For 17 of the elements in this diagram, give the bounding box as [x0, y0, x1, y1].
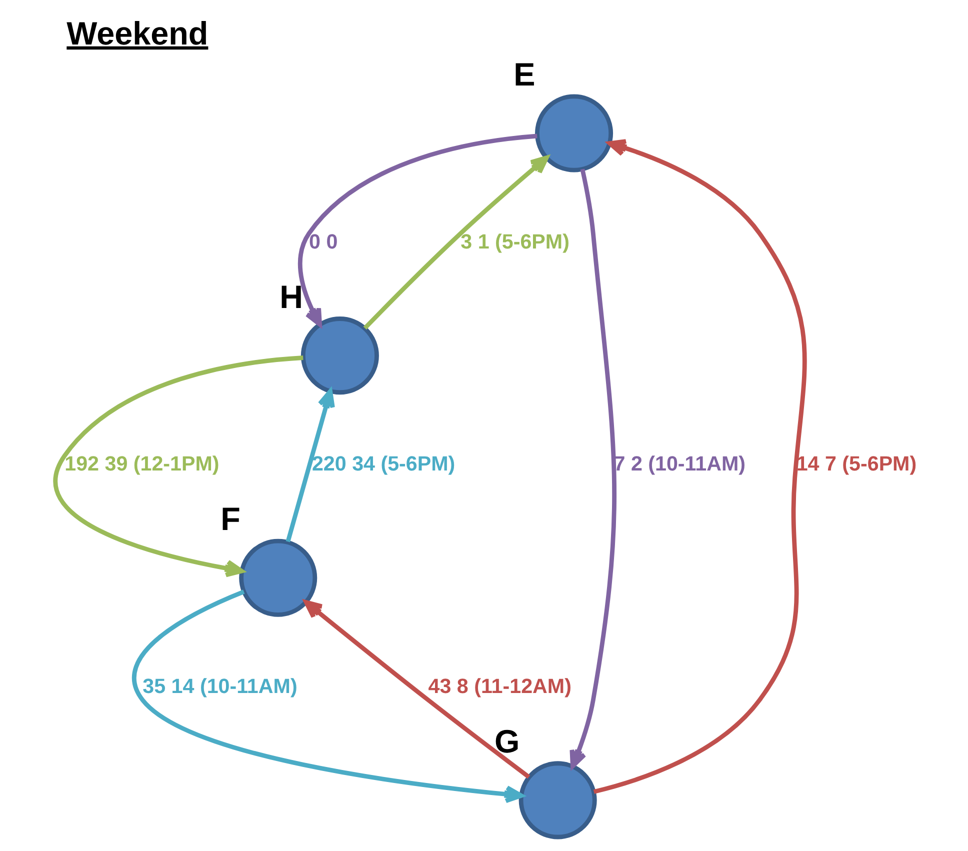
node-label: E: [513, 56, 535, 93]
arrow: [285, 389, 334, 542]
arrow: [297, 134, 537, 327]
node-label: H: [279, 278, 302, 315]
edge-label: 192 39 (12-1PM): [64, 452, 219, 476]
edge-label: 3 1 (5-6PM): [460, 230, 569, 254]
node-circle: [534, 94, 613, 172]
arrow: [569, 168, 616, 768]
node-circle: [518, 761, 596, 840]
arrow: [592, 139, 806, 794]
node-label: F: [220, 501, 240, 538]
arrow: [362, 156, 548, 330]
arrow: [52, 356, 303, 578]
node-circle: [300, 316, 378, 395]
diagram-title: Weekend: [66, 15, 208, 52]
edge-label: 220 34 (5-6PM): [311, 452, 455, 476]
edge-label: 0 0: [308, 230, 338, 254]
